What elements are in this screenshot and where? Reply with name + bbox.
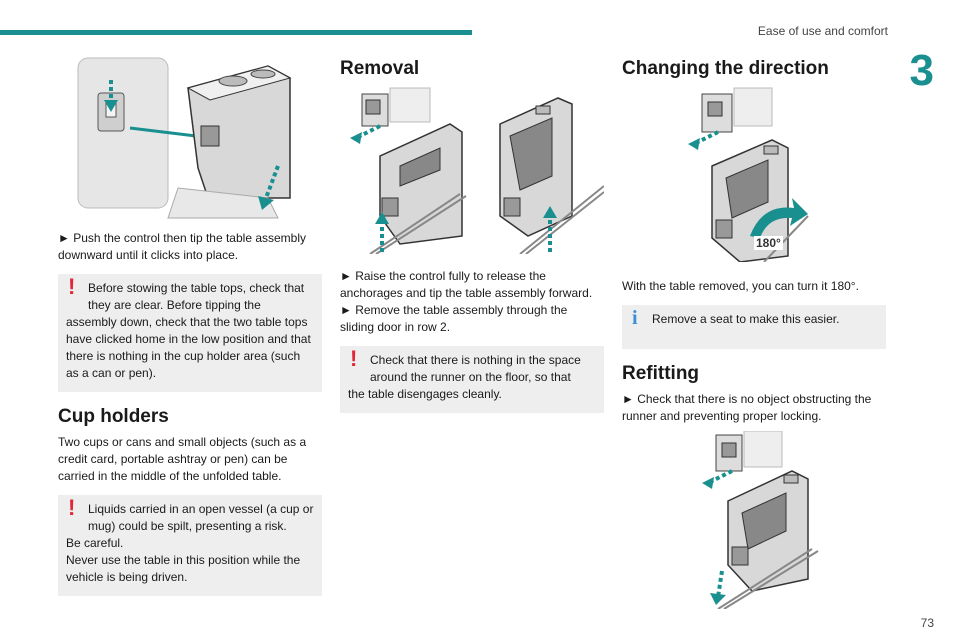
column-3: Changing the direction 180° With the tab… [622, 58, 886, 609]
turn-table-text: With the table removed, you can turn it … [622, 279, 859, 293]
rotation-180-label: 180° [754, 236, 783, 250]
column-2: Removal ► Raise the control fully to rel [340, 58, 604, 413]
warning-note-liquids: ! Liquids carried in an open vessel (a c… [58, 495, 322, 596]
refitting-svg [702, 431, 819, 609]
illustration-table-tip [58, 48, 322, 224]
note-first-lines: Before stowing the table tops, check tha… [88, 281, 305, 312]
illustration-removal [340, 86, 604, 254]
rotate-svg [688, 87, 809, 262]
warning-note-stowing: ! Before stowing the table tops, check t… [58, 274, 322, 392]
note-text: Remove a seat to make this easier. [652, 312, 840, 326]
push-instruction: ► Push the control then tip the table as… [58, 231, 307, 262]
note-rest: the table disengages cleanly. [348, 387, 502, 401]
note-first-lines: Check that there is nothing in the space… [370, 353, 581, 384]
column-1: ► Push the control then tip the table as… [58, 48, 322, 596]
illustration-rotate: 180° [622, 86, 886, 262]
section-title: Ease of use and comfort [757, 24, 888, 38]
heading-changing-direction: Changing the direction [622, 58, 829, 79]
chapter-number: 3 [909, 46, 934, 95]
removal-step-1: ► Raise the control fully to release the… [340, 269, 593, 300]
header-accent-bar [0, 30, 472, 35]
table-tip-svg [77, 57, 292, 219]
note-careful: Be careful. [66, 536, 124, 550]
removal-svg [350, 87, 604, 254]
note-first-lines: Liquids carried in an open vessel (a cup… [88, 502, 314, 533]
page-number: 73 [920, 616, 934, 630]
note-rest: assembly down, check that the two table … [66, 315, 311, 380]
removal-step-2: ► Remove the table assembly through the … [340, 303, 568, 334]
heading-refitting: Refitting [622, 363, 700, 384]
heading-cup-holders: Cup holders [58, 406, 169, 427]
cup-holders-text: Two cups or cans and small objects (such… [58, 435, 307, 483]
info-icon: i [632, 307, 638, 329]
info-note-seat: i Remove a seat to make this easier. [622, 305, 886, 349]
heading-removal: Removal [340, 58, 420, 79]
note-never-use: Never use the table in this position whi… [66, 553, 301, 584]
warning-note-runner: ! Check that there is nothing in the spa… [340, 346, 604, 413]
warning-icon: ! [350, 346, 358, 371]
warning-icon: ! [68, 274, 76, 299]
refitting-text: ► Check that there is no object obstruct… [622, 392, 872, 423]
warning-icon: ! [68, 495, 76, 520]
illustration-refitting [622, 431, 886, 609]
